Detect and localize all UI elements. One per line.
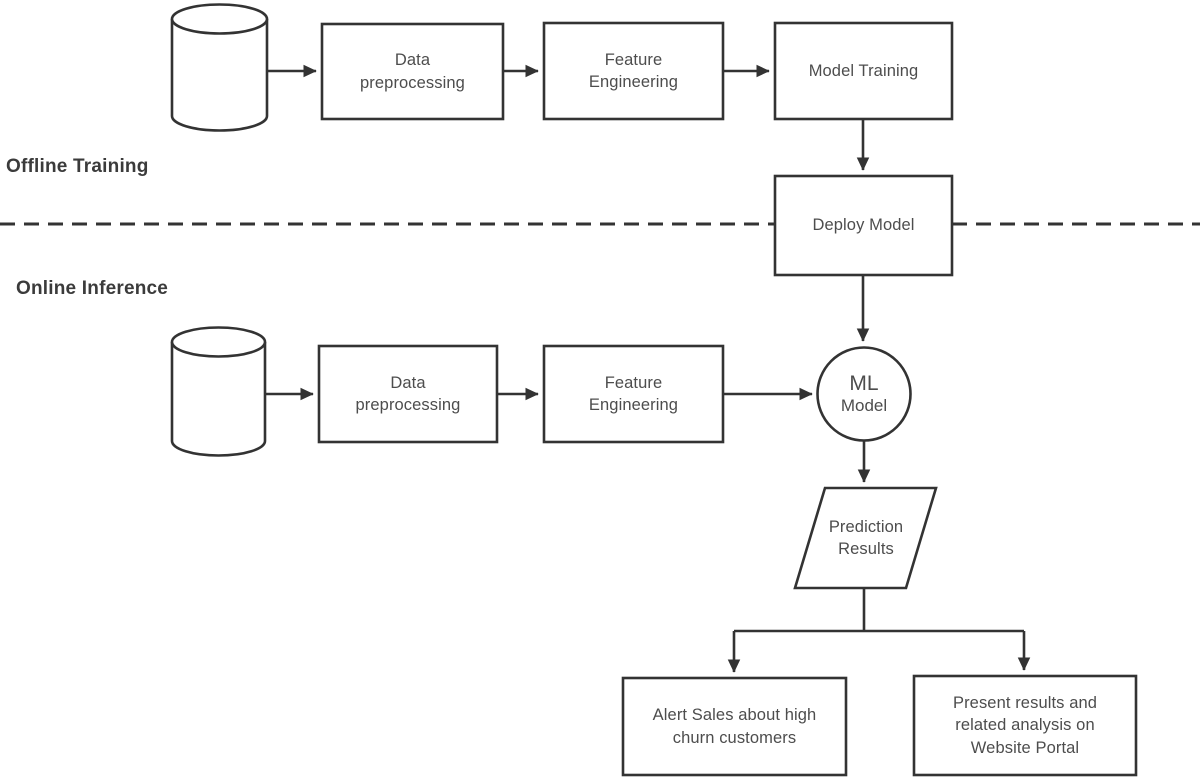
node-feature-on — [542, 344, 725, 444]
node-preprocess-off — [320, 22, 505, 121]
section-label-online-inference: Online Inference — [16, 278, 169, 299]
node-deploy-model — [773, 174, 954, 277]
node-label-ml-model: ML Model — [817, 347, 911, 441]
node-model-training — [773, 21, 954, 121]
node-db-online — [170, 326, 267, 457]
ml-model-subtitle: Model — [840, 396, 888, 416]
node-alert-sales — [621, 676, 848, 777]
node-prediction — [793, 486, 938, 590]
node-preprocess-on — [317, 344, 499, 444]
ml-model-title: ML — [849, 372, 879, 396]
node-feature-off — [542, 21, 725, 121]
section-label-offline-training: Offline Training — [6, 156, 149, 177]
node-ml-model — [816, 346, 912, 442]
node-db-offline — [170, 3, 269, 132]
node-present-results — [912, 674, 1138, 777]
